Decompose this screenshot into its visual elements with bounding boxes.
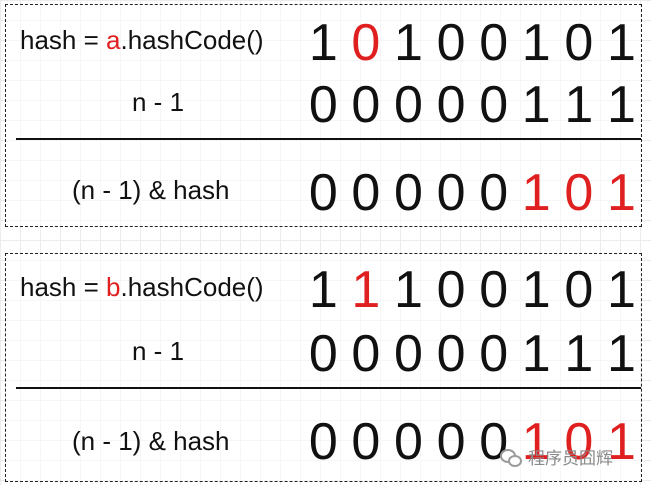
mask-bit: 0 (308, 76, 338, 134)
result-bit: 0 (564, 413, 594, 471)
mask-bit: 1 (606, 76, 636, 134)
mask-label: n - 1 (132, 87, 185, 117)
result-bit: 1 (521, 413, 551, 471)
mask-bit: 0 (351, 76, 381, 134)
result-bit: 0 (436, 413, 466, 471)
mask-bit: 0 (308, 325, 338, 383)
hash-bit: 0 (479, 14, 509, 72)
divider-line (16, 138, 641, 140)
mask-bit: 0 (479, 76, 509, 134)
hash-bit: 1 (308, 14, 338, 72)
hash-bit: 1 (521, 261, 551, 319)
watermark: 程序员囧辉 (500, 444, 613, 469)
mask-bit: 0 (351, 325, 381, 383)
hash-bit: 1 (394, 14, 423, 72)
hash-bit: 1 (308, 261, 338, 319)
divider-line (16, 387, 641, 389)
result-bit: 0 (394, 413, 423, 471)
mask-bit: 1 (521, 325, 551, 383)
hash-bit: 0 (479, 261, 509, 319)
hash-label-a: hash = a.hashCode() (20, 27, 264, 53)
hash-suffix: .hashCode() (120, 272, 264, 302)
mask-label: n - 1 (132, 336, 185, 366)
hash-bit: 0 (436, 14, 466, 72)
mask-bit: 1 (564, 325, 594, 383)
hash-suffix: .hashCode() (120, 25, 264, 55)
result-bit: 0 (308, 413, 338, 471)
result-bit: 1 (606, 164, 636, 222)
mask-bit: 0 (394, 76, 423, 134)
result-label: (n - 1) & hash (72, 175, 230, 205)
hash-bit: 0 (351, 14, 381, 72)
mask-bit: 1 (564, 76, 594, 134)
result-bit: 0 (394, 164, 423, 222)
hash-bit: 0 (564, 14, 594, 72)
hash-bit: 0 (564, 261, 594, 319)
watermark-text: 程序员囧辉 (528, 449, 613, 469)
result-bit: 1 (606, 413, 636, 471)
hash-prefix: hash = (20, 25, 107, 55)
mask-bit: 1 (606, 325, 636, 383)
mask-bit: 0 (394, 325, 423, 383)
hash-bit: 0 (436, 261, 466, 319)
result-bit: 1 (521, 164, 551, 222)
wechat-icon (500, 448, 522, 467)
result-label: (n - 1) & hash (72, 426, 230, 456)
hash-bit: 1 (606, 261, 636, 319)
object-name: b (106, 272, 121, 302)
result-bit: 0 (564, 164, 594, 222)
result-bit: 0 (436, 164, 466, 222)
hash-bit: 1 (351, 261, 381, 319)
mask-bit: 0 (436, 325, 466, 383)
result-bit: 0 (479, 164, 509, 222)
result-bit: 0 (351, 164, 381, 222)
result-bit: 0 (351, 413, 381, 471)
mask-bit: 0 (479, 325, 509, 383)
hash-bit: 1 (394, 261, 423, 319)
mask-bit: 0 (436, 76, 466, 134)
object-name: a (106, 25, 121, 55)
mask-bit: 1 (521, 76, 551, 134)
hash-label-b: hash = b.hashCode() (20, 274, 264, 300)
hash-prefix: hash = (20, 272, 107, 302)
hash-bit: 1 (521, 14, 551, 72)
result-bit: 0 (308, 164, 338, 222)
hash-bit: 1 (606, 14, 636, 72)
